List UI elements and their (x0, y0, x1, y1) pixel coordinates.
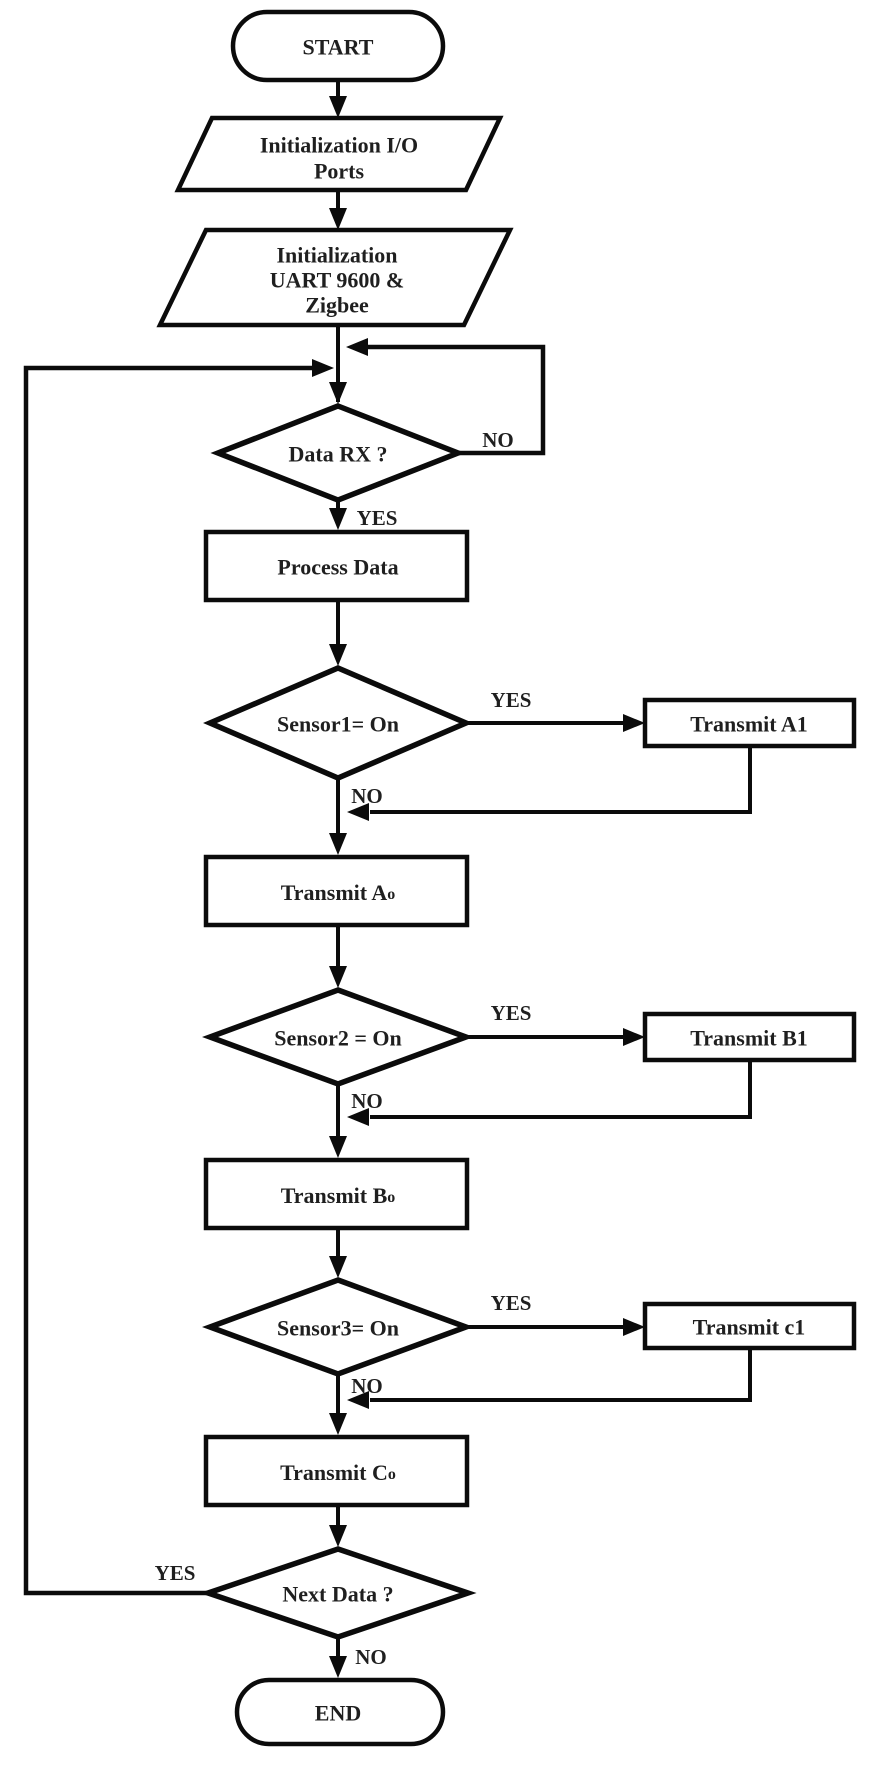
transmit-b1-label: Transmit B1 (690, 1026, 808, 1051)
init-uart-line1: Initialization (276, 243, 397, 268)
edge-next-data-yes-loop (23, 365, 316, 1596)
node-init-uart: Initialization UART 9600 & Zigbee (156, 227, 514, 328)
next-data-diamond-shape (199, 1546, 477, 1640)
transmit-ao-rect-shape (203, 854, 470, 928)
node-next-data: Next Data ? (199, 1546, 477, 1640)
arrow-down-into-sensor2 (329, 966, 347, 988)
sensor1-label: Sensor1= On (277, 712, 399, 737)
transmit-ao-label: Transmit Ao (281, 880, 396, 905)
process-data-label: Process Data (277, 555, 398, 580)
transmit-a1-label: Transmit A1 (690, 712, 808, 737)
node-transmit-ao: Transmit Ao (203, 854, 470, 928)
arrow-down-into-process (329, 508, 347, 530)
node-start: START (230, 9, 446, 83)
arrow-down-into-transmit-ao (329, 833, 347, 855)
arrow-down-into-transmit-bo (329, 1136, 347, 1158)
arrow-left-a1-return (347, 803, 369, 821)
transmit-co-rect-shape (203, 1434, 470, 1508)
sensor2-diamond-shape (202, 987, 474, 1087)
node-init-io: Initialization I/O Ports (174, 115, 504, 193)
arrow-right-into-transmit-b1 (623, 1028, 645, 1046)
node-transmit-bo: Transmit Bo (203, 1157, 470, 1231)
node-sensor1: Sensor1= On (203, 665, 473, 781)
arrow-down-into-data-rx (329, 382, 347, 404)
init-uart-parallelogram-shape (156, 227, 514, 328)
transmit-c1-rect-shape (642, 1301, 857, 1351)
arrow-down-into-init-io (329, 96, 347, 118)
sensor1-diamond-shape (203, 665, 473, 781)
end-terminator-shape (234, 1677, 446, 1747)
transmit-bo-rect-shape (203, 1157, 470, 1231)
arrow-left-b1-return (347, 1108, 369, 1126)
start-terminator-shape (230, 9, 446, 83)
transmit-a1-rect-shape (642, 697, 857, 749)
process-data-rect-shape (203, 529, 470, 603)
data-rx-label: Data RX ? (289, 442, 388, 467)
edge-data-rx-no-loop (352, 344, 546, 456)
init-io-line1: Initialization I/O (260, 133, 418, 158)
transmit-bo-label: Transmit Bo (281, 1183, 396, 1208)
edge-transmit-c1-return (370, 1348, 752, 1402)
sensor2-no-label: NO (351, 1089, 383, 1113)
transmit-co-main: Transmit C (280, 1460, 388, 1485)
transmit-ao-main: Transmit A (281, 880, 388, 905)
arrowheads (312, 96, 645, 1678)
node-sensor2: Sensor2 = On (202, 987, 474, 1087)
data-rx-yes-label: YES (357, 506, 398, 530)
transmit-co-label: Transmit Co (280, 1460, 396, 1485)
transmit-c1-label: Transmit c1 (693, 1315, 806, 1340)
edge-transmit-b1-return (370, 1060, 752, 1119)
sensor2-yes-label: YES (491, 1001, 532, 1025)
arrow-left-no-return (346, 338, 368, 356)
sensor1-yes-label: YES (491, 688, 532, 712)
init-io-parallelogram-shape (174, 115, 504, 193)
transmit-co-sub: o (388, 1466, 396, 1483)
arrow-down-into-sensor1 (329, 644, 347, 666)
node-transmit-co: Transmit Co (203, 1434, 470, 1508)
node-process-data: Process Data (203, 529, 470, 603)
sensor3-no-label: NO (351, 1374, 383, 1398)
next-data-yes-label: YES (155, 1561, 196, 1585)
start-label: START (303, 35, 374, 60)
sensor1-no-label: NO (351, 784, 383, 808)
sensor3-label: Sensor3= On (277, 1316, 399, 1341)
arrow-down-into-next-data (329, 1525, 347, 1547)
next-data-no-label: NO (355, 1645, 387, 1669)
arrow-down-into-sensor3 (329, 1256, 347, 1278)
arrow-right-into-transmit-c1 (623, 1318, 645, 1336)
sensor2-label: Sensor2 = On (274, 1026, 401, 1051)
next-data-label: Next Data ? (282, 1582, 393, 1607)
transmit-bo-sub: o (387, 1189, 395, 1206)
edge-transmit-a1-return (370, 746, 752, 814)
arrow-down-into-end (329, 1656, 347, 1678)
init-uart-line2: UART 9600 & (270, 268, 405, 293)
sensor3-yes-label: YES (491, 1291, 532, 1315)
data-rx-diamond-shape (210, 403, 466, 503)
node-sensor3: Sensor3= On (202, 1277, 474, 1377)
edges (23, 80, 752, 1657)
node-data-rx: Data RX ? (210, 403, 466, 503)
arrow-right-into-transmit-a1 (623, 714, 645, 732)
node-transmit-c1: Transmit c1 (642, 1301, 857, 1351)
sensor3-diamond-shape (202, 1277, 474, 1377)
transmit-bo-main: Transmit B (281, 1183, 388, 1208)
arrow-down-into-init-uart (329, 208, 347, 230)
data-rx-no-label: NO (482, 428, 514, 452)
node-transmit-b1: Transmit B1 (642, 1011, 857, 1063)
init-io-line2: Ports (314, 159, 365, 184)
init-uart-line3: Zigbee (305, 293, 369, 318)
arrow-right-yes-return (312, 359, 334, 377)
node-transmit-a1: Transmit A1 (642, 697, 857, 749)
end-label: END (315, 1701, 361, 1726)
node-end: END (234, 1677, 446, 1747)
arrow-left-c1-return (347, 1391, 369, 1409)
transmit-b1-rect-shape (642, 1011, 857, 1063)
arrow-down-into-transmit-co (329, 1413, 347, 1435)
transmit-ao-sub: o (387, 886, 395, 903)
